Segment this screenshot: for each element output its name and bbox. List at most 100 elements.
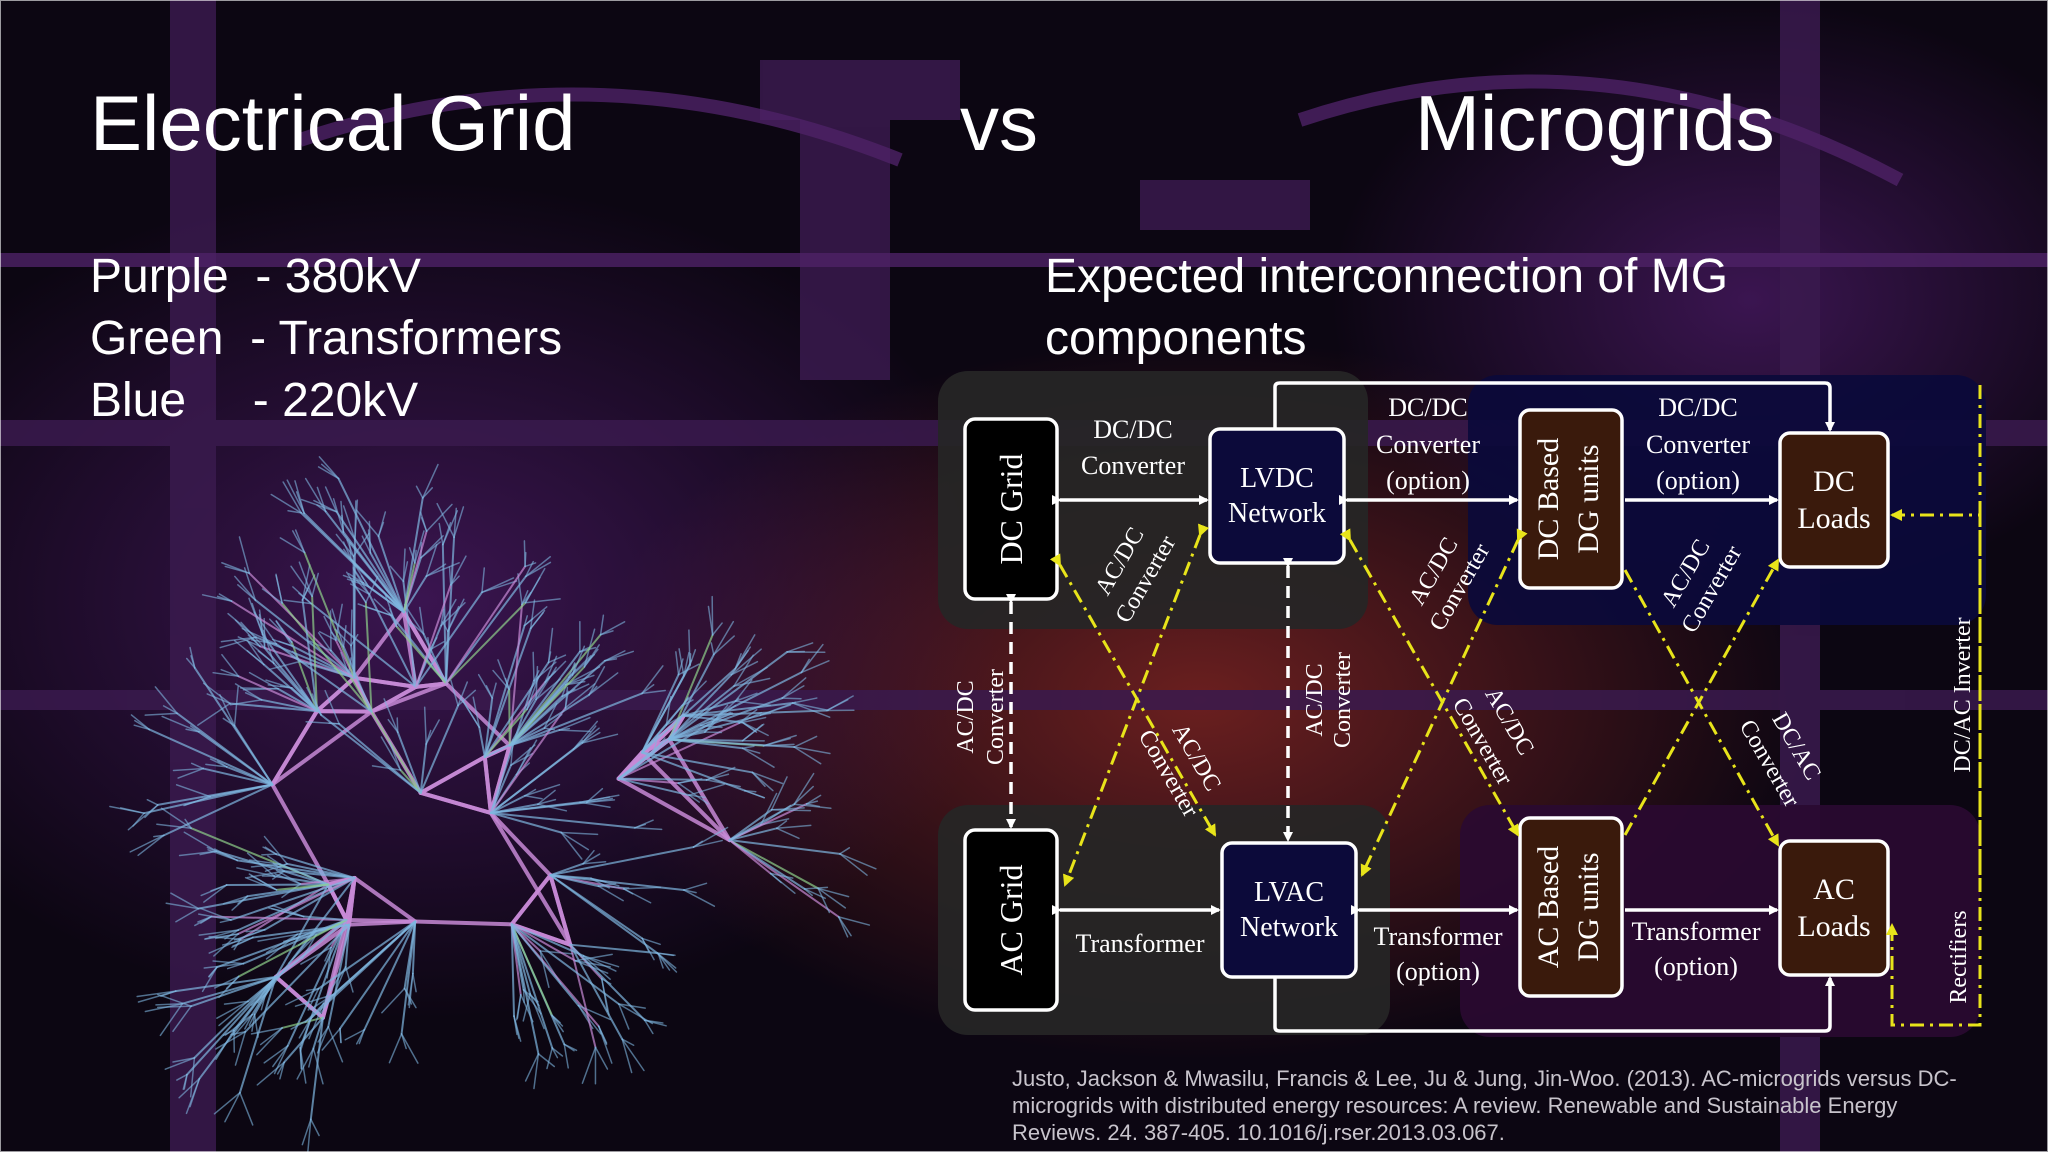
- grid-network-edge: [201, 594, 233, 602]
- grid-network-edge: [791, 702, 830, 712]
- node-label-dc-loads-line1: DC: [1813, 465, 1855, 498]
- grid-network-edge: [563, 1043, 569, 1069]
- grid-network-edge: [734, 634, 756, 670]
- grid-network-edge: [213, 933, 239, 957]
- grid-network-edge: [402, 575, 428, 614]
- grid-network-edge: [551, 1014, 561, 1024]
- grid-network-edge: [411, 920, 417, 975]
- grid-network-edge: [535, 666, 557, 701]
- grid-network-edge: [526, 698, 533, 711]
- grid-network-edge: [251, 602, 264, 635]
- grid-network-edge: [683, 889, 716, 907]
- grid-network-edge: [287, 510, 302, 514]
- grid-network-edge: [156, 823, 192, 829]
- grid-network-edge: [544, 655, 558, 683]
- grid-network-edge: [710, 642, 715, 656]
- grid-network-edge: [412, 972, 417, 993]
- grid-network-edge: [791, 697, 818, 704]
- grid-network-edge: [522, 989, 539, 1003]
- grid-network-edge: [275, 883, 330, 891]
- grid-network-edge: [569, 943, 659, 955]
- grid-network-edge: [641, 663, 691, 754]
- grid-network-edge: [508, 603, 524, 747]
- grid-network-edge: [733, 677, 771, 687]
- grid-network-edge: [307, 987, 320, 1011]
- grid-network-edge: [251, 1013, 256, 1032]
- grid-network-edge: [377, 535, 405, 614]
- grid-network-edge: [489, 706, 567, 814]
- grid-network-edge: [285, 987, 320, 1006]
- grid-network-edge: [299, 1017, 312, 1052]
- grid-network-edge: [728, 839, 772, 875]
- node-label-dc-loads-line2: Loads: [1797, 502, 1870, 535]
- grid-network-edge: [248, 671, 279, 690]
- grid-network-edge: [488, 810, 573, 947]
- grid-network-edge: [705, 779, 741, 788]
- grid-network-edge: [728, 827, 778, 842]
- grid-network-edge: [472, 696, 481, 729]
- grid-network-edge: [225, 883, 330, 887]
- grid-network-edge: [594, 1046, 609, 1070]
- grid-network-edge: [425, 544, 438, 577]
- grid-network-edge: [564, 686, 569, 709]
- grid-network-edge: [744, 789, 766, 799]
- grid-network-edge: [707, 605, 714, 636]
- grid-network-edge: [306, 686, 322, 716]
- node-label-ac-dg-line2: DG units: [1572, 852, 1605, 961]
- grid-network-edge: [330, 631, 345, 648]
- grid-network-edge: [198, 913, 232, 921]
- grid-network-edge: [414, 530, 425, 564]
- grid-network-edge: [759, 792, 778, 826]
- grid-network-edge: [270, 493, 302, 514]
- legend-meaning: 220kV: [282, 374, 419, 427]
- grid-network-edge: [231, 895, 249, 911]
- grid-network-edge: [183, 831, 218, 852]
- grid-network-edge: [504, 677, 510, 691]
- grid-network-edge: [350, 558, 405, 614]
- grid-network-edge: [155, 1002, 184, 1006]
- grid-network-edge: [190, 975, 277, 1008]
- grid-network-edge: [689, 649, 697, 666]
- grid-network-edge: [206, 693, 231, 705]
- grid-network-edge: [281, 883, 302, 899]
- grid-network-edge: [301, 1118, 312, 1146]
- grid-network-edge: [184, 818, 192, 829]
- grid-network-edge: [335, 510, 405, 614]
- grid-network-edge: [275, 573, 283, 604]
- grid-network-edge: [355, 1029, 366, 1045]
- grid-network-edge: [321, 1027, 341, 1051]
- grid-network-edge: [489, 748, 575, 814]
- grid-network-edge: [324, 689, 340, 725]
- grid-network-edge: [563, 1043, 575, 1052]
- grid-network-edge: [234, 1030, 247, 1066]
- grid-network-edge: [204, 933, 239, 940]
- grid-network-edge: [324, 486, 338, 513]
- grid-network-edge: [303, 551, 356, 679]
- grid-network-edge: [162, 705, 178, 715]
- grid-network-edge: [234, 683, 263, 701]
- grid-network-edge: [267, 855, 281, 865]
- grid-network-edge: [339, 1027, 342, 1044]
- grid-network-edge: [618, 1003, 630, 1030]
- grid-network-edge: [317, 920, 417, 990]
- grid-network-edge: [582, 853, 601, 865]
- edge-label-rectifiers: Rectifiers: [1946, 910, 1972, 1003]
- grid-network-edge: [569, 943, 646, 1022]
- node-lvac-network: [1220, 841, 1358, 979]
- grid-network-edge: [395, 625, 448, 685]
- grid-network-edge: [711, 622, 723, 636]
- node-label-lvdc-line2: Network: [1228, 498, 1326, 529]
- grid-network-edge: [137, 834, 165, 857]
- grid-network-edge: [352, 675, 418, 689]
- grid-network-edge: [400, 920, 417, 1035]
- grid-network-edge: [599, 614, 605, 636]
- grid-network-edge: [599, 621, 626, 636]
- grid-network-edge: [318, 630, 337, 641]
- grid-network-edge: [440, 598, 457, 627]
- grid-network-edge: [401, 610, 449, 686]
- grid-network-edge: [308, 1047, 315, 1068]
- node-label-ac-dg-line1: AC Based: [1532, 846, 1565, 969]
- grid-network-edge: [533, 1053, 540, 1090]
- grid-network-edge: [342, 625, 347, 648]
- grid-network-edge: [574, 953, 613, 962]
